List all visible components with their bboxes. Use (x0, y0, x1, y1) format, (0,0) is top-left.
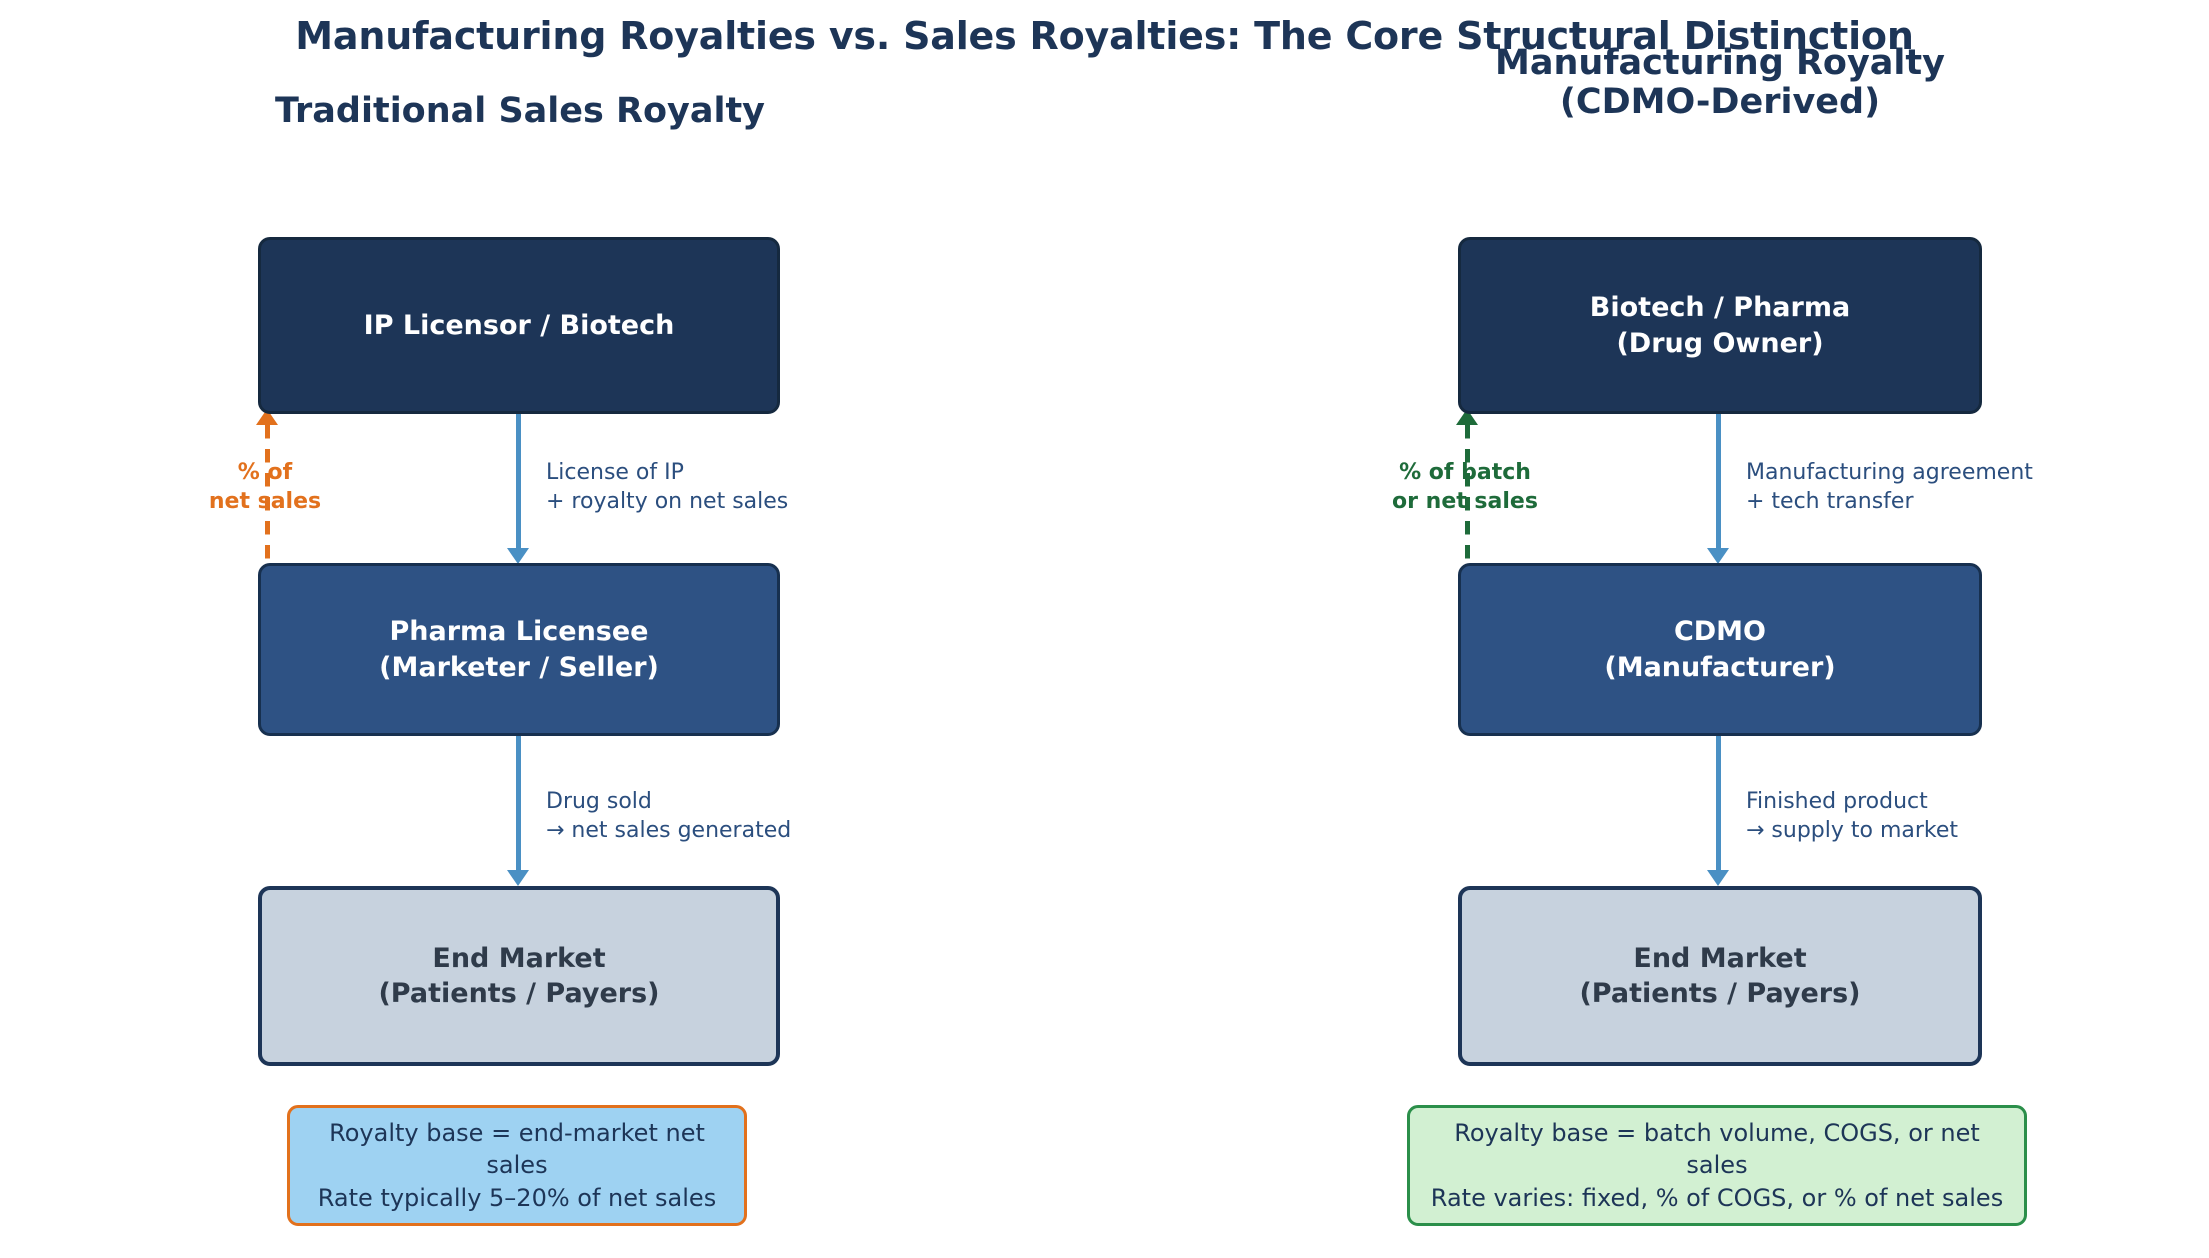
edge-label-drug-sold: Drug sold → net sales generated (546, 789, 792, 844)
flow-arrow-license-head (507, 548, 529, 564)
flow-arrow-drug-sold-head (507, 870, 529, 886)
edge-label-percent-of-batch: % of batch or net sales (1392, 460, 1538, 515)
node-ip-licensor-biotech[interactable]: IP Licensor / Biotech (258, 237, 780, 414)
note-manufacturing-royalty-basis: Royalty base = batch volume, COGS, or ne… (1407, 1105, 2027, 1227)
flow-arrow-manufacturing-agreement-line (1716, 414, 1721, 551)
edge-label-percent-of-net-sales: % of net sales (208, 460, 322, 515)
note-sales-royalty-basis: Royalty base = end-market net sales Rate… (287, 1105, 747, 1227)
edge-label-manufacturing-agreement: Manufacturing agreement + tech transfer (1746, 460, 2033, 515)
node-pharma-licensee[interactable]: Pharma Licensee (Marketer / Seller) (258, 563, 780, 736)
node-end-market-left[interactable]: End Market (Patients / Payers) (258, 886, 780, 1066)
page-title: Manufacturing Royalties vs. Sales Royalt… (295, 14, 1914, 58)
flow-arrow-drug-sold-line (516, 736, 521, 872)
right-column-heading: Manufacturing Royalty (CDMO-Derived) (1495, 43, 1945, 123)
flow-arrow-license-line (516, 414, 521, 551)
edge-label-license-of-ip: License of IP + royalty on net sales (546, 460, 789, 515)
flow-arrow-manufacturing-agreement-head (1707, 548, 1729, 564)
node-end-market-right[interactable]: End Market (Patients / Payers) (1458, 886, 1982, 1066)
flow-arrow-finished-product-head (1707, 870, 1729, 886)
royalty-return-line-right (1465, 425, 1470, 563)
node-cdmo-manufacturer[interactable]: CDMO (Manufacturer) (1458, 563, 1982, 736)
left-column-heading: Traditional Sales Royalty (275, 91, 765, 131)
edge-label-finished-product: Finished product → supply to market (1746, 789, 1959, 844)
royalty-return-line-left (265, 425, 270, 563)
node-biotech-pharma-drug-owner[interactable]: Biotech / Pharma (Drug Owner) (1458, 237, 1982, 414)
flow-arrow-finished-product-line (1716, 736, 1721, 872)
